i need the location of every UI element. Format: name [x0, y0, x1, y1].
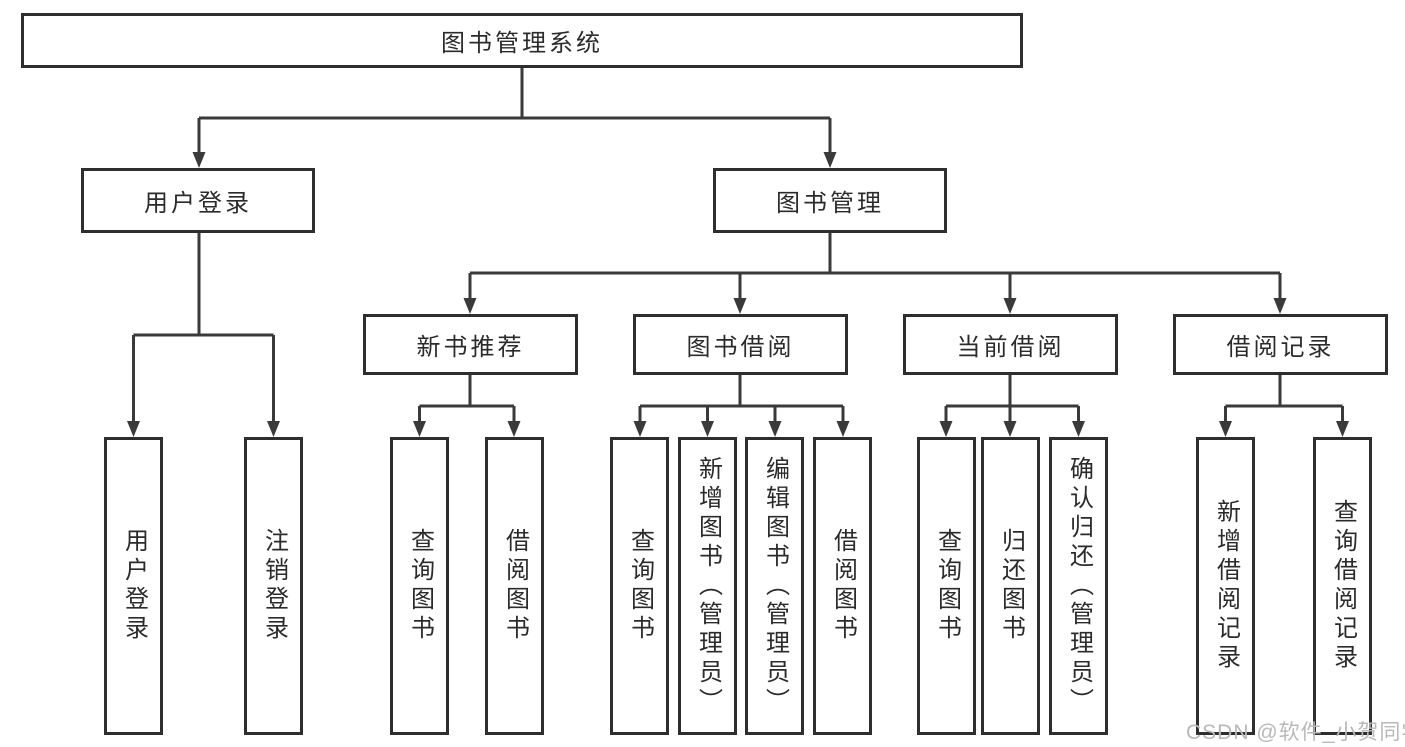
node-label: 新增借阅记录 — [1212, 499, 1240, 673]
node-library-system: 图书管理系统 — [21, 13, 1023, 68]
leaf-return-books: 归还图书 — [981, 437, 1040, 735]
leaf-search-borrow-record: 查询借阅记录 — [1313, 437, 1372, 735]
node-label: 图书管理系统 — [441, 30, 603, 57]
leaf-search-books-current: 查询图书 — [917, 437, 976, 735]
node-label: 查询图书 — [626, 528, 654, 644]
node-label: 借阅图书 — [829, 528, 857, 644]
leaf-borrow-books-recommend: 借阅图书 — [485, 437, 544, 735]
node-label: 归还图书 — [997, 528, 1025, 644]
leaf-add-books-admin: 新增图书（管理员） — [678, 437, 737, 735]
csdn-watermark: CSDN @软件_小贺同学 — [1186, 721, 1405, 744]
node-current-borrow: 当前借阅 — [903, 314, 1118, 375]
node-book-management: 图书管理 — [713, 168, 947, 233]
leaf-search-books-borrow: 查询图书 — [610, 437, 669, 735]
node-label: 借阅图书 — [501, 528, 529, 644]
node-user-login: 用户登录 — [81, 168, 315, 233]
leaf-confirm-return-admin: 确认归还（管理员） — [1049, 437, 1108, 735]
node-label: 查询图书 — [933, 528, 961, 644]
node-label: 确认归还（管理员） — [1065, 455, 1093, 717]
node-label: 新增图书（管理员） — [694, 455, 722, 717]
leaf-add-borrow-record: 新增借阅记录 — [1196, 437, 1255, 735]
node-book-borrow: 图书借阅 — [633, 314, 848, 375]
node-label: 借阅记录 — [1226, 334, 1335, 361]
node-label: 图书管理 — [776, 190, 884, 217]
node-label: 编辑图书（管理员） — [761, 455, 789, 717]
node-label: 图书借阅 — [686, 334, 795, 361]
node-label: 新书推荐 — [416, 334, 525, 361]
node-new-book-recommend: 新书推荐 — [363, 314, 578, 375]
node-label: 查询图书 — [406, 528, 434, 644]
leaf-logout: 注销登录 — [244, 437, 303, 735]
node-label: 注销登录 — [260, 528, 288, 644]
node-borrow-records: 借阅记录 — [1173, 314, 1388, 375]
node-label: 当前借阅 — [956, 334, 1065, 361]
leaf-edit-books-admin: 编辑图书（管理员） — [745, 437, 804, 735]
node-label: 查询借阅记录 — [1329, 499, 1357, 673]
leaf-borrow-books: 借阅图书 — [813, 437, 872, 735]
leaf-search-books-recommend: 查询图书 — [390, 437, 449, 735]
leaf-user-login: 用户登录 — [104, 437, 163, 735]
node-label: 用户登录 — [144, 190, 252, 217]
node-label: 用户登录 — [120, 528, 148, 644]
